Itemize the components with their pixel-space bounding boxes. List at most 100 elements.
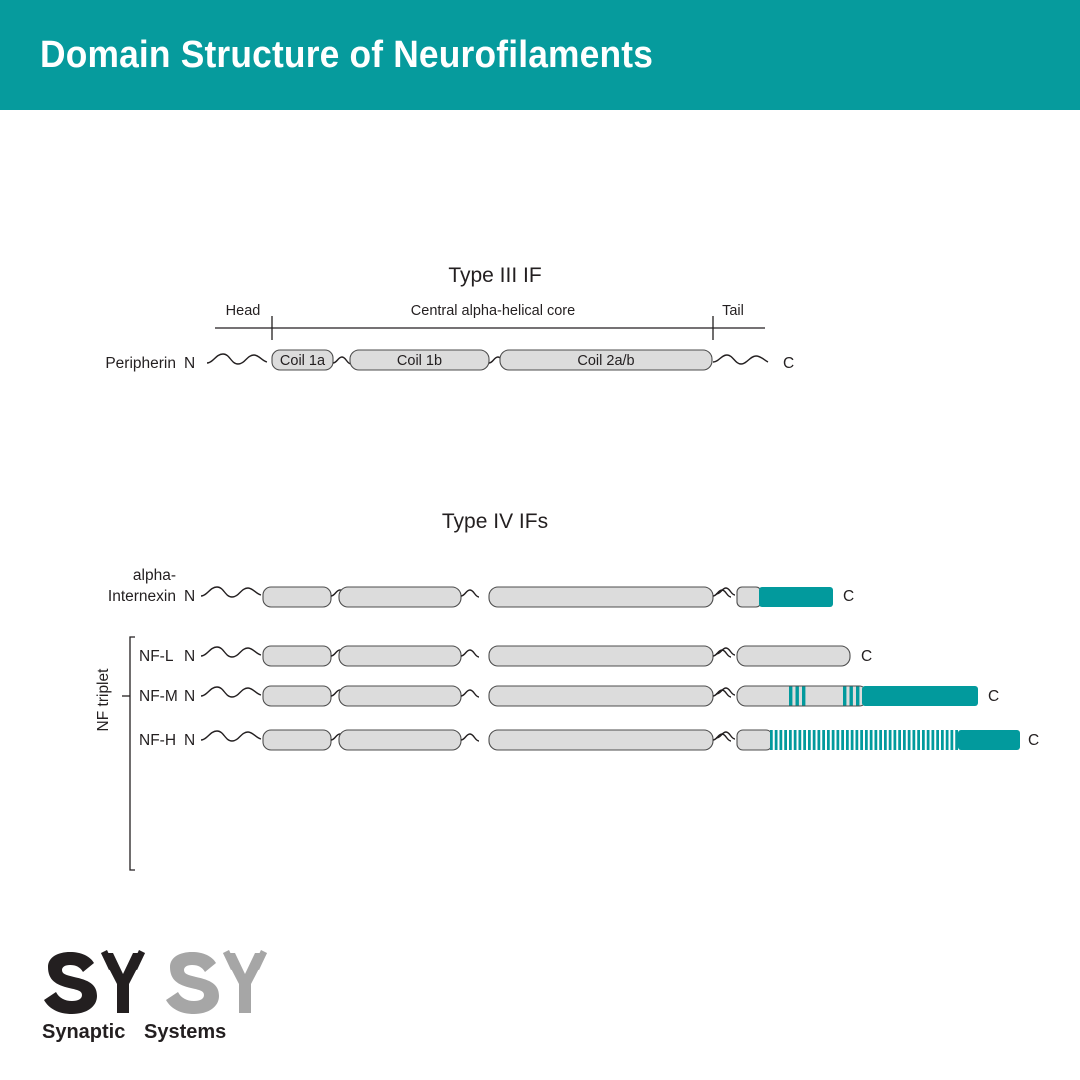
- coil-box-1b: [338, 586, 462, 608]
- linker-squiggle-2: [460, 649, 480, 658]
- stripe-gap: [891, 730, 894, 750]
- linker-squiggle-2: [460, 589, 480, 598]
- stripe-gap: [796, 730, 799, 750]
- head-squiggle: [200, 586, 262, 598]
- tail-squiggle: [712, 354, 769, 365]
- head-squiggle: [200, 730, 262, 742]
- section-title-type-iv: Type IV IFs: [442, 510, 548, 533]
- stripe-gap: [806, 730, 808, 750]
- tail-stub-gray: [736, 586, 762, 608]
- stripe-field-base: [770, 730, 960, 750]
- tail-block-teal: [759, 587, 833, 607]
- coil-box-2ab: [488, 685, 714, 707]
- stripe-gap: [815, 730, 818, 750]
- row-nf-l: NF-L N C: [139, 645, 872, 667]
- brand-logo: Synaptic Systems: [38, 950, 298, 1045]
- c-terminus-nf-l: C: [861, 648, 872, 665]
- header-band: [0, 0, 1080, 110]
- diagram-canvas: Type III IF Head Central alpha-helical c…: [0, 110, 1080, 930]
- row-nf-m: NF-M N: [139, 685, 999, 707]
- stripe-gap: [825, 730, 827, 750]
- c-terminus-peripherin: C: [783, 355, 794, 372]
- stripe-group-b: [843, 686, 860, 706]
- section-type-iii: Type III IF Head Central alpha-helical c…: [105, 264, 794, 372]
- stripe-gap: [839, 730, 842, 750]
- bracket-shape: [129, 636, 135, 871]
- n-terminus-nf-l: N: [184, 648, 195, 665]
- stripe-gap: [882, 730, 884, 750]
- stripe-gap: [829, 730, 832, 750]
- coil-box-2ab: [499, 349, 713, 371]
- coil-box-2ab: [488, 645, 714, 667]
- head-squiggle: [206, 353, 268, 365]
- stripe-gap: [901, 730, 903, 750]
- stripe-gap: [934, 730, 937, 750]
- coil-box-1a: [262, 586, 332, 608]
- stripe-gap: [943, 730, 946, 750]
- region-label-head: Head: [226, 303, 261, 319]
- linker-squiggle-2: [460, 689, 480, 698]
- stripe-gap: [801, 730, 804, 750]
- row-label-alpha-internexin-line1: alpha-: [133, 567, 176, 584]
- stripe-gap: [844, 730, 846, 750]
- logo-y-arm-left-dark: [101, 950, 115, 970]
- coil-box-1a: [262, 729, 332, 751]
- tail-stub-gray: [736, 729, 773, 751]
- logo-word-systems: Systems: [144, 1021, 226, 1043]
- region-label-tail: Tail: [722, 303, 744, 319]
- region-label-core: Central alpha-helical core: [411, 303, 575, 319]
- stripe-gap: [939, 730, 941, 750]
- logo-letter-s-gray: [166, 952, 219, 1014]
- stripe-gap: [920, 730, 922, 750]
- stripe: [856, 686, 860, 706]
- stripe: [795, 686, 799, 706]
- coil-label-1b: Coil 1b: [397, 353, 442, 369]
- section-type-iv: Type IV IFs alpha- Internexin N C NF tri…: [95, 510, 1039, 871]
- stripe-gap: [929, 730, 932, 750]
- stripe-gap: [772, 730, 775, 750]
- stripe-gap: [848, 730, 851, 750]
- stripe-gap: [863, 730, 865, 750]
- tail-block-teal: [862, 686, 978, 706]
- nf-triplet-bracket: NF triplet: [95, 636, 135, 871]
- stripe-gap: [820, 730, 823, 750]
- logo-y-arm-right-dark: [131, 950, 145, 970]
- tail-block-teal: [958, 730, 1020, 750]
- row-alpha-internexin: alpha- Internexin N C: [108, 567, 854, 608]
- stripe-gap: [905, 730, 908, 750]
- bracket-label-nf-triplet: NF triplet: [95, 668, 112, 732]
- coil-label-2ab: Coil 2a/b: [577, 353, 634, 369]
- tail-squiggle: [715, 687, 736, 696]
- linker-squiggle-2: [460, 733, 480, 742]
- n-terminus-alpha-internexin: N: [184, 588, 195, 605]
- stripe-gap: [953, 730, 956, 750]
- coil-box-1a: [262, 685, 332, 707]
- stripe-group-a: [789, 686, 806, 706]
- coil-box-1a: [271, 349, 334, 371]
- head-squiggle: [200, 646, 262, 658]
- head-squiggle: [200, 686, 262, 698]
- stripe: [802, 686, 806, 706]
- stripe-gap: [810, 730, 813, 750]
- stripe-gap: [877, 730, 880, 750]
- stripe-gap: [948, 730, 951, 750]
- row-label-alpha-internexin-line2: Internexin: [108, 588, 176, 605]
- stripe-gap: [791, 730, 794, 750]
- stripe-gap: [777, 730, 780, 750]
- coil-box-2ab: [488, 729, 714, 751]
- logo-letter-s-dark: [44, 952, 97, 1014]
- coil-box-1a: [262, 645, 332, 667]
- stripe-gap: [867, 730, 870, 750]
- stripe: [849, 686, 853, 706]
- stripe-gap: [924, 730, 927, 750]
- coil-box-2ab: [488, 586, 714, 608]
- stripe: [789, 686, 793, 706]
- n-terminus-nf-m: N: [184, 688, 195, 705]
- stripe-gap: [853, 730, 856, 750]
- stripe-gap: [872, 730, 875, 750]
- logo-y-arm-left-gray: [223, 950, 237, 970]
- tail-squiggle: [715, 731, 736, 740]
- stripe-field: [772, 730, 960, 750]
- stripe-gap: [910, 730, 913, 750]
- coil-box-1b: [338, 685, 462, 707]
